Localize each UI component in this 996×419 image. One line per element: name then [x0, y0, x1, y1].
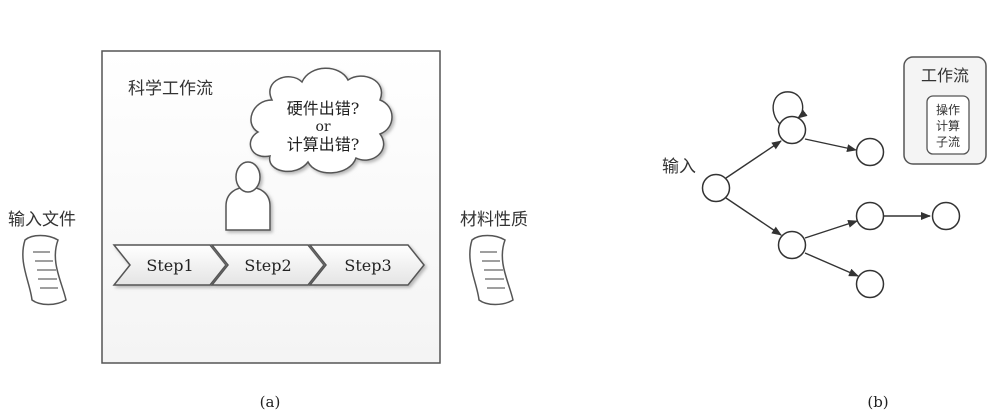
- graph-edges: [725, 91, 931, 277]
- legend-subflow-line3: 子流: [936, 135, 960, 149]
- graph-node-middle-right: [855, 201, 885, 231]
- cloud-text-line1: 硬件出错?: [287, 99, 360, 118]
- legend-subflow-line1: 操作: [936, 102, 960, 117]
- thought-cloud: [249, 67, 393, 174]
- document-icon-output: [469, 234, 514, 306]
- step-label-3: Step3: [344, 256, 391, 275]
- legend-subflow-box: [926, 95, 970, 155]
- workflow-title: 科学工作流: [128, 79, 213, 99]
- graph-input-label: 输入: [662, 157, 696, 177]
- document-icon-input: [22, 234, 67, 306]
- material-property-label: 材料性质: [460, 210, 528, 230]
- caption-a: (a): [260, 393, 281, 411]
- cloud-text-line2: or: [315, 119, 330, 135]
- legend-workflow-title: 工作流: [921, 66, 969, 85]
- graph-node-input: [701, 173, 731, 203]
- input-file-label: 输入文件: [8, 210, 76, 230]
- graph-node-lower: [777, 230, 807, 260]
- graph-node-far-right: [931, 201, 961, 231]
- cloud-text-line3: 计算出错?: [287, 135, 360, 154]
- step-chevron-3: [308, 244, 425, 286]
- step-chevron-1: [112, 244, 227, 286]
- graph-node-upper-right: [855, 137, 885, 167]
- person-icon: [225, 161, 271, 231]
- step-label-2: Step2: [244, 256, 291, 275]
- legend-subflow-line2: 计算: [936, 118, 960, 133]
- caption-b: (b): [867, 393, 888, 411]
- step-label-1: Step1: [146, 256, 193, 275]
- step-chevron-2: [210, 244, 325, 286]
- graph-node-bottom-right: [855, 269, 885, 299]
- graph-node-upper: [777, 115, 807, 145]
